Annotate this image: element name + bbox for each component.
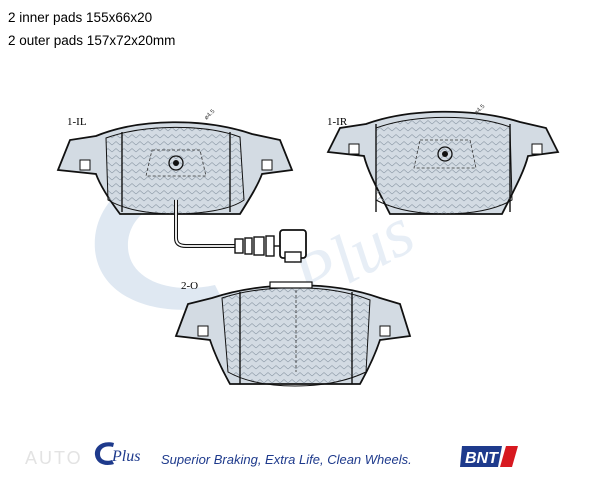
label-inner-right: 1-IR xyxy=(327,116,348,128)
svg-text:BNT: BNT xyxy=(465,450,499,467)
outer-pad xyxy=(174,281,412,387)
bnt-logo: BNT xyxy=(460,446,518,467)
label-outer: 2-O xyxy=(181,280,199,292)
inner-right-pad xyxy=(326,110,560,215)
inner-pads-caption: 2 inner pads 155x66x20 xyxy=(8,10,153,25)
wear-sensor xyxy=(174,200,307,263)
tagline: Superior Braking, Extra Life, Clean Whee… xyxy=(161,452,412,467)
svg-text:Plus: Plus xyxy=(111,448,140,465)
outer-pads-caption: 2 outer pads 157x72x20mm xyxy=(8,33,176,48)
label-inner-left: 1-IL xyxy=(67,116,87,128)
c-plus-logo: Plus xyxy=(94,442,140,465)
autotext-watermark: AUTO xyxy=(25,448,83,468)
inner-left-pad xyxy=(56,121,294,215)
